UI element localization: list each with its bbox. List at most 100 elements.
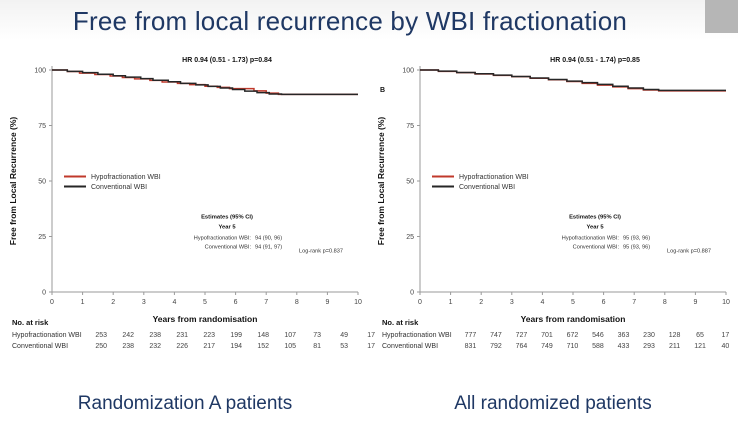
x-tick-label: 5 — [203, 299, 207, 306]
x-tick-label: 8 — [295, 299, 299, 306]
estimates-row-label: Conventional WBI: — [205, 245, 252, 251]
x-tick-label: 3 — [510, 299, 514, 306]
risk-table-left: No. at risk Hypofractionation WBI 253 242 2… — [12, 318, 385, 352]
x-tick-label: 7 — [632, 299, 636, 306]
risk-value: 217 — [203, 343, 215, 350]
estimates-subheading: Year 5 — [586, 225, 604, 231]
risk-value: 710 — [566, 343, 579, 350]
estimates-row-value: 94 (91, 97) — [255, 245, 282, 251]
risk-value: 226 — [176, 343, 188, 350]
estimates-row-label: Conventional WBI: — [573, 245, 620, 251]
x-tick-label: 4 — [540, 299, 544, 306]
km-curve-conventional — [420, 69, 726, 92]
x-tick-label: 7 — [264, 299, 268, 306]
risk-value: 253 — [95, 332, 107, 339]
risk-value: 792 — [490, 343, 502, 350]
risk-value: 105 — [284, 343, 296, 350]
caption-left: Randomization A patients — [77, 393, 293, 414]
y-tick-label: 100 — [34, 68, 46, 75]
x-tick-label: 5 — [571, 299, 575, 306]
risk-value: 152 — [257, 343, 269, 350]
x-tick-label: 2 — [479, 299, 483, 306]
risk-value: 17 — [367, 332, 376, 339]
risk-row: Conventional WBI 831 792 764 749 710 588 433 293… — [382, 341, 738, 352]
risk-value: 17 — [721, 332, 730, 339]
risk-value: 238 — [122, 343, 134, 350]
title-band — [0, 0, 738, 40]
x-tick-label: 6 — [234, 299, 238, 306]
x-tick-label: 9 — [693, 299, 697, 306]
risk-value: 49 — [340, 332, 349, 339]
risk-value: 81 — [313, 343, 322, 350]
y-tick-label: 50 — [406, 179, 414, 186]
logrank-pvalue: Log-rank p=0.837 — [299, 249, 343, 255]
risk-value: 238 — [149, 332, 161, 339]
estimates-row-label: Hypofractionation WBI: — [562, 236, 620, 242]
estimates-row-value: 95 (93, 96) — [623, 245, 650, 251]
estimates-subheading: Year 5 — [218, 225, 236, 231]
risk-value: 65 — [696, 332, 704, 339]
km-curve-conventional — [52, 69, 358, 96]
risk-value: 242 — [122, 332, 134, 339]
estimates-row-value: 95 (93, 96) — [623, 236, 650, 242]
risk-title-right: No. at risk — [382, 318, 419, 327]
y-axis-title: Free from Local Recurrence (%) — [8, 117, 18, 246]
legend-label: Hypofractionation WBI — [459, 174, 529, 181]
x-tick-label: 4 — [172, 299, 176, 306]
logrank-pvalue: Log-rank p=0.887 — [667, 249, 711, 255]
risk-value: 546 — [592, 332, 604, 339]
risk-row-label: Hypofractionation WBI — [382, 332, 452, 339]
legend-label: Conventional WBI — [459, 184, 515, 191]
y-tick-label: 75 — [406, 123, 414, 130]
panel-letter: B — [380, 87, 385, 94]
risk-table-right: No. at risk Hypofractionation WBI 777 747 7… — [382, 318, 738, 352]
estimates-row-value: 94 (90, 96) — [255, 236, 282, 242]
estimates-row-label: Hypofractionation WBI: — [194, 236, 252, 242]
risk-value: 749 — [541, 343, 553, 350]
y-tick-label: 25 — [38, 234, 46, 241]
y-tick-label: 100 — [402, 68, 414, 75]
risk-value: 230 — [643, 332, 655, 339]
risk-value: 17 — [367, 343, 376, 350]
risk-value: 148 — [257, 332, 269, 339]
risk-value: 831 — [464, 343, 477, 350]
risk-value: 128 — [668, 332, 681, 339]
km-chart-right: BHR 0.94 (0.51 - 1.74) p=0.8502550751000… — [376, 57, 730, 324]
x-tick-label: 10 — [354, 299, 362, 306]
corner-decoration — [705, 0, 738, 33]
risk-row-label: Conventional WBI — [382, 343, 439, 350]
risk-value: 433 — [617, 343, 630, 350]
risk-value: 194 — [230, 343, 242, 350]
risk-value: 250 — [95, 343, 107, 350]
x-tick-label: 8 — [663, 299, 667, 306]
risk-value: 53 — [340, 343, 349, 350]
risk-value: 231 — [176, 332, 188, 339]
risk-value: 764 — [515, 343, 528, 350]
x-tick-label: 10 — [722, 299, 730, 306]
x-axis-title: Years from randomisation — [521, 314, 626, 324]
x-axis-title: Years from randomisation — [153, 314, 258, 324]
risk-value: 727 — [515, 332, 528, 339]
risk-title-left: No. at risk — [12, 318, 49, 327]
risk-value: 588 — [592, 343, 604, 350]
risk-value: 363 — [617, 332, 630, 339]
risk-value: 107 — [284, 332, 296, 339]
y-tick-label: 25 — [406, 234, 414, 241]
risk-value: 73 — [313, 332, 322, 339]
risk-value: 293 — [643, 343, 655, 350]
risk-value: 40 — [721, 343, 730, 350]
risk-row-label: Hypofractionation WBI — [12, 332, 82, 339]
x-tick-label: 9 — [325, 299, 329, 306]
risk-value: 777 — [464, 332, 477, 339]
risk-value: 747 — [490, 332, 502, 339]
risk-value: 672 — [566, 332, 579, 339]
caption-right: All randomized patients — [454, 393, 652, 414]
risk-value: 232 — [149, 343, 161, 350]
